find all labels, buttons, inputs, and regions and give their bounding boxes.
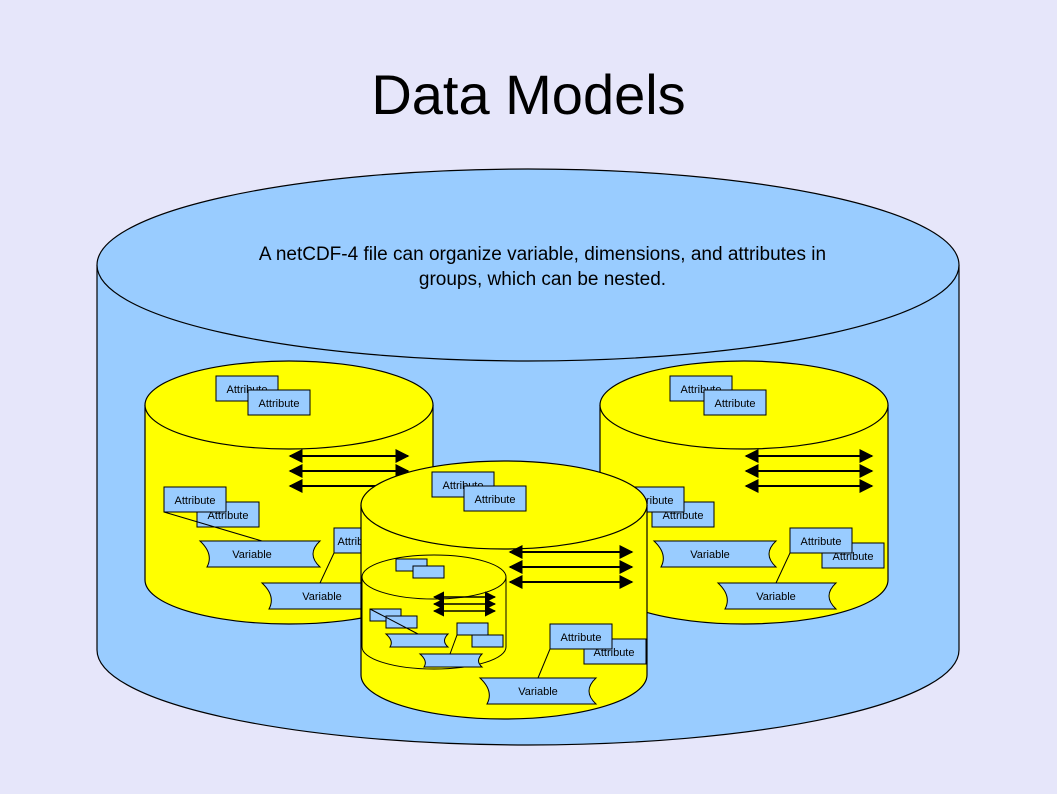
variable-label: Variable — [302, 591, 342, 603]
attribute-scroll: Attribute — [789, 527, 853, 554]
group-cylinder-nested — [361, 554, 507, 670]
diagram-caption: A netCDF-4 file can organize variable, d… — [258, 244, 827, 290]
attribute-label: Attribute — [715, 398, 756, 410]
variable-scroll: Variable — [198, 540, 322, 568]
attribute-label: Attribute — [663, 510, 704, 522]
attribute-scroll: Attribute — [549, 623, 613, 650]
variable-label: Variable — [232, 549, 272, 561]
variable-label: Variable — [518, 686, 558, 698]
attribute-scroll: Attribute — [431, 471, 495, 498]
attribute-label: Attribute — [833, 551, 874, 563]
mini-attribute-scroll — [369, 608, 419, 635]
attribute-label: Attribute — [801, 536, 842, 548]
mini-variable-scroll — [418, 653, 484, 668]
group-left-contents: Attribute Attribute Attribute Attribute … — [163, 375, 397, 610]
variable-scroll: Variable — [716, 582, 838, 610]
slide-title: Data Models — [371, 63, 686, 126]
attribute-scroll: Attribute — [247, 389, 311, 416]
variable-scroll: Variable — [652, 540, 778, 568]
attribute-label: Attribute — [561, 632, 602, 644]
attribute-scroll: Attribute — [163, 486, 227, 513]
group-right-contents: Attribute Attribute Attribute Attribute … — [621, 375, 885, 610]
mini-variable-scroll — [384, 633, 450, 648]
variable-label: Variable — [690, 549, 730, 561]
variable-scroll: Variable — [478, 677, 598, 705]
dimension-arrows-center — [508, 545, 634, 589]
variable-label: Variable — [756, 591, 796, 603]
dimension-arrows-right — [744, 449, 874, 493]
mini-attribute-scroll — [395, 558, 445, 579]
attribute-label: Attribute — [594, 647, 635, 659]
attribute-scroll: Attribute — [703, 389, 767, 416]
attribute-label: Attribute — [259, 398, 300, 410]
mini-attribute-scroll — [449, 622, 504, 655]
attribute-label: Attribute — [208, 510, 249, 522]
attribute-label: Attribute — [175, 495, 216, 507]
dimension-arrows-nested — [432, 591, 497, 617]
attribute-scroll: Attribute — [463, 485, 527, 512]
group-center-contents: Attribute Attribute Attribute Attribute — [431, 471, 647, 705]
attribute-label: Attribute — [475, 494, 516, 506]
